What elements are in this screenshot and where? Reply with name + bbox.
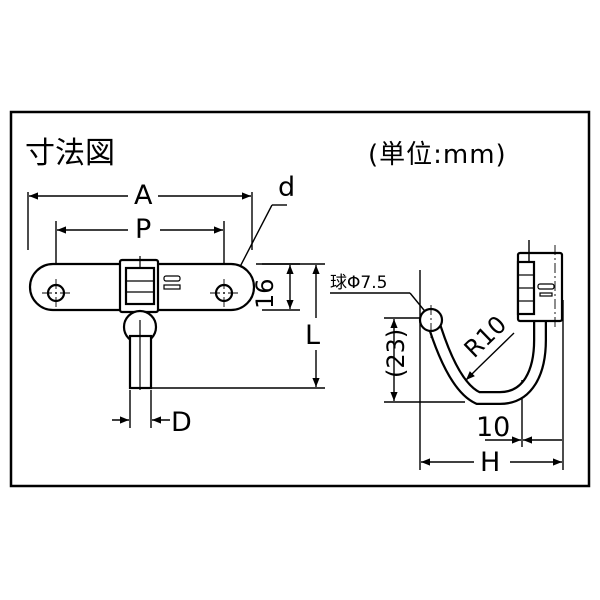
dim-23-label: (23) [382,329,410,378]
drawing-title: 寸法図 [25,136,115,171]
unit-label: (単位:mm) [368,140,507,170]
dim-h-label: H [480,447,500,478]
dim-16-label: 16 [251,278,279,309]
ball-diameter-label: 球Φ7.5 [330,273,387,293]
radius-label: R10 [459,310,512,363]
dim-a-label: A [134,180,153,211]
drawing-frame [9,110,591,488]
dim-l-label: L [305,320,320,351]
dim-10-label: 10 [476,412,510,443]
dim-d-label: d [278,172,295,203]
dim-p-label: P [135,214,151,245]
dim-d-diameter-label: D [171,407,192,438]
side-view: 球Φ7.5 H 10 (23) R10 [330,240,564,478]
front-view: A P d 16 [27,172,325,438]
